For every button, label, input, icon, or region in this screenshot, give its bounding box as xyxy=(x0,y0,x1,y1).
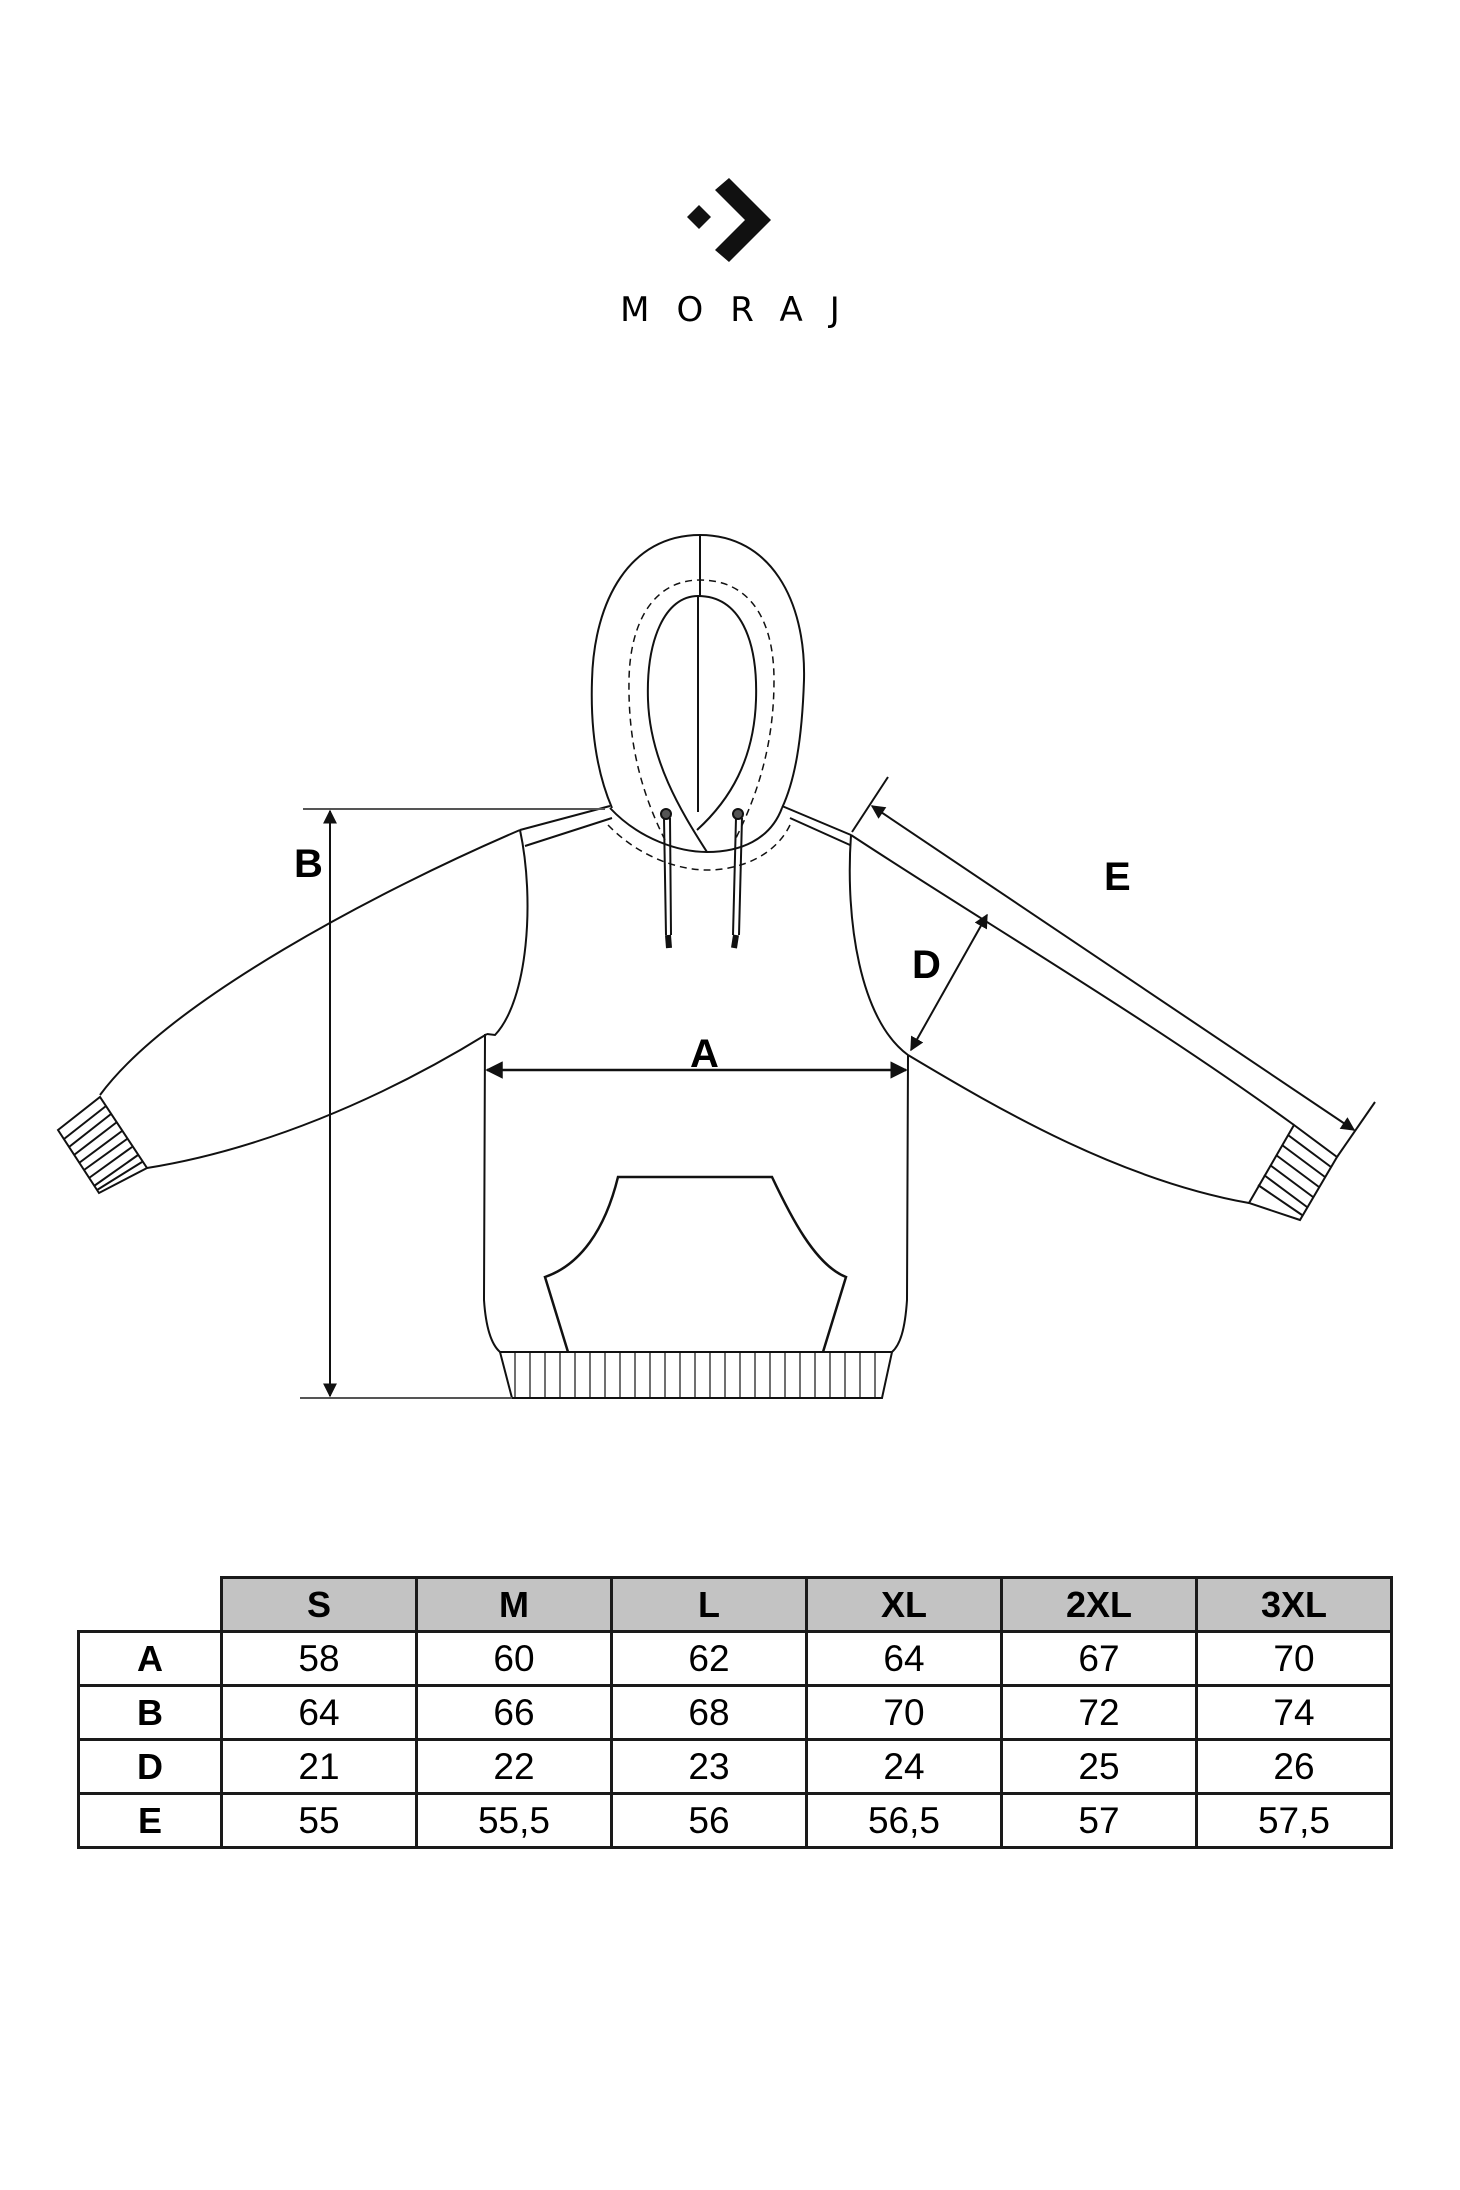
left-sleeve xyxy=(99,829,521,1096)
header-size-3xl: 3XL xyxy=(1195,1576,1393,1633)
hoodie-diagram xyxy=(56,533,1376,1399)
table-cell: 72 xyxy=(1000,1684,1198,1741)
header-size-2xl: 2XL xyxy=(1000,1576,1198,1633)
table-cell: 62 xyxy=(610,1630,808,1687)
label-b: B xyxy=(294,842,323,886)
table-cell: 64 xyxy=(805,1630,1003,1687)
brand-name: MORAJ xyxy=(620,290,867,330)
table-row: A 58 60 62 64 67 70 xyxy=(77,1630,1393,1687)
brand-logo xyxy=(0,175,1460,265)
table-cell: 26 xyxy=(1195,1738,1393,1795)
table-cell: 25 xyxy=(1000,1738,1198,1795)
table-cell: 22 xyxy=(415,1738,613,1795)
row-label: B xyxy=(77,1684,223,1741)
table-cell: 55,5 xyxy=(415,1792,613,1849)
table-cell: 68 xyxy=(610,1684,808,1741)
size-chart-table: S M L XL 2XL 3XL A 58 60 62 64 67 70 B 6… xyxy=(77,1576,1393,1849)
table-cell: 70 xyxy=(1195,1630,1393,1687)
table-row: B 64 66 68 70 72 74 xyxy=(77,1684,1393,1741)
table-cell: 56,5 xyxy=(805,1792,1003,1849)
table-cell: 64 xyxy=(220,1684,418,1741)
table-cell: 21 xyxy=(220,1738,418,1795)
table-cell: 56 xyxy=(610,1792,808,1849)
kangaroo-pocket xyxy=(543,1175,848,1353)
row-label: D xyxy=(77,1738,223,1795)
header-size-xl: XL xyxy=(805,1576,1003,1633)
table-cell: 55 xyxy=(220,1792,418,1849)
row-label: A xyxy=(77,1630,223,1687)
label-d: D xyxy=(912,943,941,987)
header-size-s: S xyxy=(220,1576,418,1633)
table-cell: 57,5 xyxy=(1195,1792,1393,1849)
diamond-chevron-logo-icon xyxy=(687,178,771,262)
table-cell: 66 xyxy=(415,1684,613,1741)
table-cell: 60 xyxy=(415,1630,613,1687)
header-size-m: M xyxy=(415,1576,613,1633)
header-size-l: L xyxy=(610,1576,808,1633)
label-a: A xyxy=(690,1032,719,1076)
table-cell: 23 xyxy=(610,1738,808,1795)
table-cell: 57 xyxy=(1000,1792,1198,1849)
table-cell: 58 xyxy=(220,1630,418,1687)
table-cell: 74 xyxy=(1195,1684,1393,1741)
row-label: E xyxy=(77,1792,223,1849)
drawstrings xyxy=(660,808,744,949)
dimension-e-arrow xyxy=(870,805,1356,1131)
hem-rib xyxy=(498,1351,894,1399)
left-cuff xyxy=(56,1095,149,1195)
table-header-row: S M L XL 2XL 3XL xyxy=(78,1576,1393,1633)
table-row: D 21 22 23 24 25 26 xyxy=(77,1738,1393,1795)
table-cell: 70 xyxy=(805,1684,1003,1741)
label-e: E xyxy=(1104,855,1131,899)
right-cuff xyxy=(1247,1123,1339,1222)
body-outline xyxy=(482,1033,501,1353)
table-row: E 55 55,5 56 56,5 57 57,5 xyxy=(77,1792,1393,1849)
table-cell: 24 xyxy=(805,1738,1003,1795)
table-corner xyxy=(78,1577,223,1633)
table-cell: 67 xyxy=(1000,1630,1198,1687)
